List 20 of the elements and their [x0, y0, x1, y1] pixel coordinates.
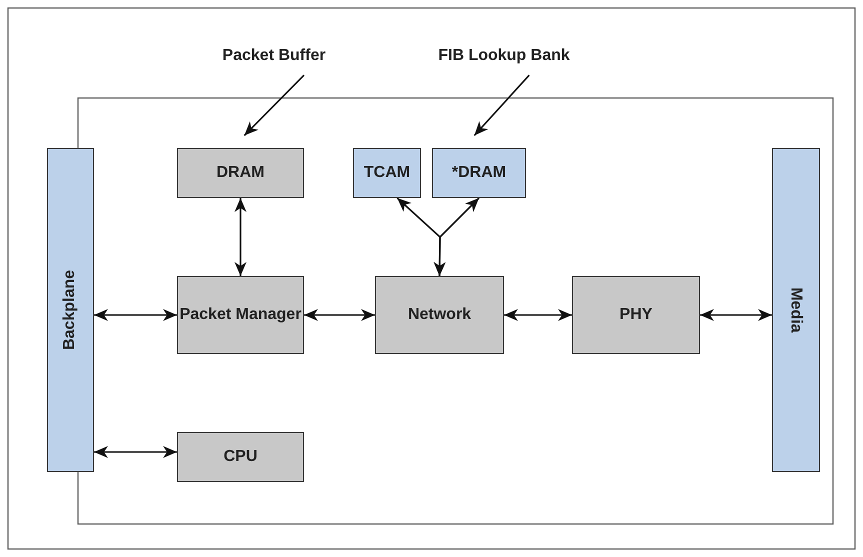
callout-label: FIB Lookup Bank [434, 44, 574, 68]
block-box: PHY [572, 276, 700, 354]
double-arrow [94, 446, 177, 458]
double-arrow [234, 198, 246, 276]
block-box: DRAM [177, 148, 304, 198]
arrow [244, 74, 305, 136]
bus-bar: Backplane [47, 148, 94, 472]
double-arrow [434, 197, 480, 276]
double-arrow [94, 309, 177, 321]
bus-bar: Media [772, 148, 820, 472]
callout-label: Packet Buffer [214, 44, 334, 68]
arrow [474, 74, 530, 136]
block-box: Network [375, 276, 504, 354]
block-box: TCAM [353, 148, 421, 198]
block-box: Packet Manager [177, 276, 304, 354]
double-arrow [504, 309, 572, 321]
block-box: *DRAM [432, 148, 526, 198]
double-arrow [304, 309, 375, 321]
double-arrow [700, 309, 772, 321]
block-box: CPU [177, 432, 304, 482]
